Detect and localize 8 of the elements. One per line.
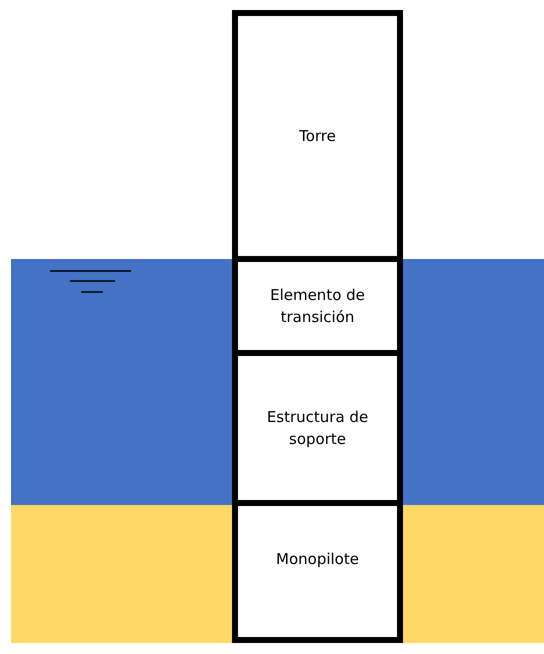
section-label: Elemento de transición: [269, 285, 366, 328]
section-label: Estructura de soporte: [266, 407, 370, 450]
monopile-box: [232, 506, 403, 643]
section-label: Torre: [299, 126, 336, 147]
tower-section-box: [232, 10, 403, 262]
section-label: Monopilote: [276, 548, 359, 570]
support-structure-box: [232, 356, 403, 506]
transition-piece-box: [232, 262, 403, 356]
